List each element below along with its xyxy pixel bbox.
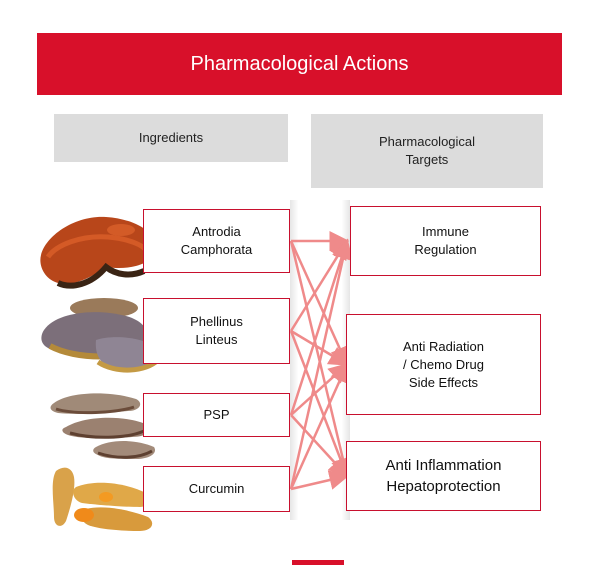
arrow-ingredient-1-to-target-1 xyxy=(290,329,350,366)
turmeric-root-icon xyxy=(52,467,153,531)
arrow-ingredient-1-to-target-0 xyxy=(289,238,349,332)
bottom-accent-tab xyxy=(292,560,344,565)
ingredient-box-antrodia: Antrodia Camphorata xyxy=(143,209,290,273)
psp-mushroom-icon xyxy=(50,393,156,459)
target-box-anti-radiation: Anti Radiation / Chemo Drug Side Effects xyxy=(346,314,541,415)
arrow-ingredient-3-to-target-0 xyxy=(289,238,353,490)
phellinus-mushroom-icon xyxy=(41,298,160,373)
arrow-ingredient-0-to-target-2 xyxy=(289,240,353,479)
target-box-anti-inflammation: Anti Inflammation Hepatoprotection xyxy=(346,441,541,511)
arrow-ingredient-0-to-target-1 xyxy=(289,240,349,367)
arrow-ingredient-1-to-target-2 xyxy=(289,330,351,479)
ingredients-header: Ingredients xyxy=(54,114,288,162)
antrodia-mushroom-icon xyxy=(40,216,157,289)
arrow-ingredient-3-to-target-2 xyxy=(290,470,350,491)
page-title: Pharmacological Actions xyxy=(37,33,562,95)
ingredient-box-psp: PSP xyxy=(143,393,290,437)
arrow-ingredient-2-to-target-0 xyxy=(289,238,352,416)
arrow-ingredient-3-to-target-1 xyxy=(289,362,349,490)
target-box-immune-regulation: Immune Regulation xyxy=(350,206,541,276)
ingredient-box-phellinus: Phellinus Linteus xyxy=(143,298,290,364)
ingredient-box-curcumin: Curcumin xyxy=(143,466,290,512)
arrow-ingredient-2-to-target-2 xyxy=(290,414,349,478)
targets-header: Pharmacological Targets xyxy=(311,114,543,188)
